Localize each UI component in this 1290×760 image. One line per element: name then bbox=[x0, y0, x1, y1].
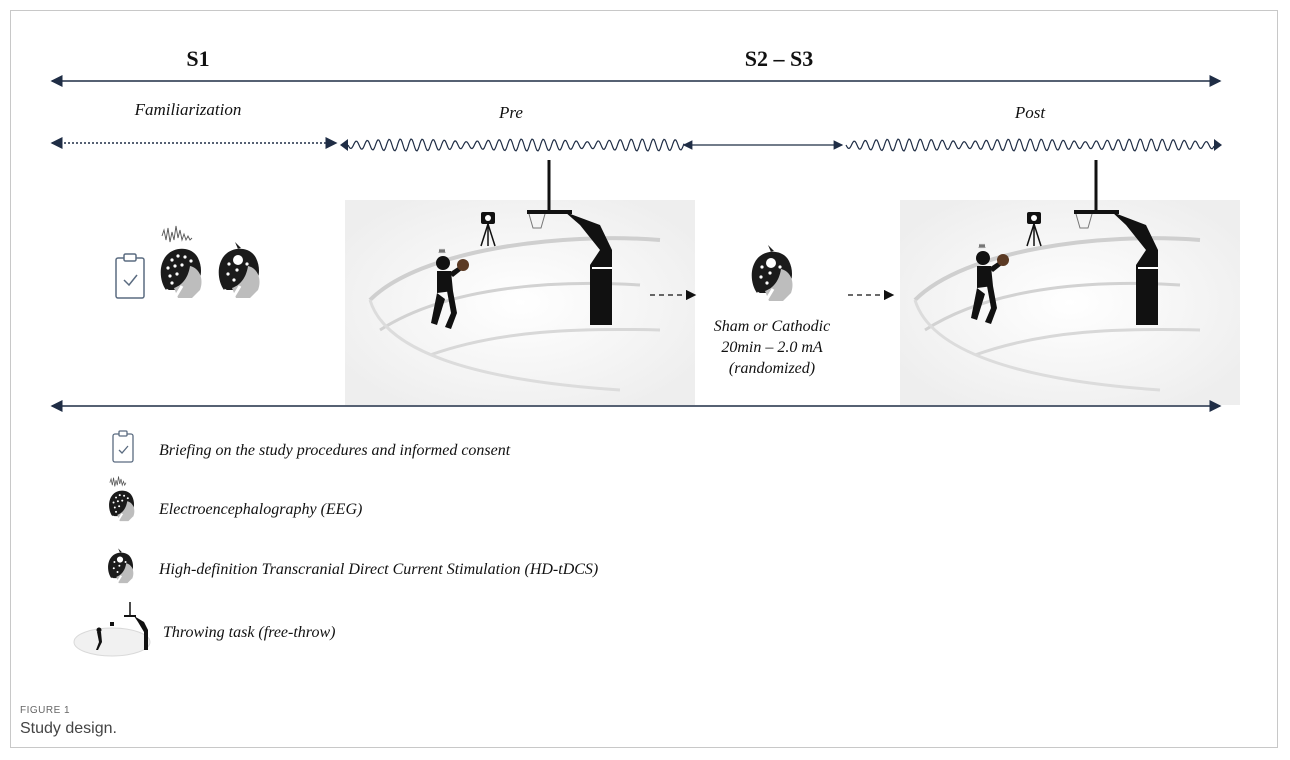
stim-line1: Sham or Cathodic bbox=[714, 318, 830, 335]
familiarization-label: Familiarization bbox=[134, 100, 242, 119]
legend-text-consent: Briefing on the study procedures and inf… bbox=[159, 442, 511, 459]
post-player-figure bbox=[971, 243, 1009, 324]
post-eeg-wave bbox=[845, 138, 1215, 152]
pre-label: Pre bbox=[498, 103, 523, 122]
stim-hdtdcs-head-icon bbox=[750, 243, 795, 303]
figure-label: FIGURE 1 bbox=[20, 705, 71, 716]
legend-clipboard-icon bbox=[112, 430, 134, 463]
clipboard-icon bbox=[115, 253, 145, 299]
session1-label: S1 bbox=[186, 46, 209, 71]
pre-court-scene bbox=[345, 160, 695, 405]
stim-line3: (randomized) bbox=[729, 360, 815, 377]
post-court-scene bbox=[900, 160, 1240, 405]
pre-eeg-wave bbox=[347, 138, 685, 152]
legend-text-hdtdcs: High-definition Transcranial Direct Curr… bbox=[158, 561, 598, 578]
eeg-head-icon bbox=[159, 225, 204, 300]
figure-caption: Study design. bbox=[20, 720, 117, 737]
session23-label: S2 – S3 bbox=[745, 46, 813, 71]
pre-camera-icon bbox=[480, 212, 496, 247]
legend-hdtdcs-head-icon bbox=[107, 547, 135, 585]
hdtdcs-head-icon bbox=[217, 240, 262, 300]
legend-eeg-head-icon bbox=[108, 476, 136, 523]
post-label: Post bbox=[1014, 103, 1047, 122]
post-camera-icon bbox=[1026, 212, 1042, 247]
stim-line2: 20min – 2.0 mA bbox=[721, 339, 823, 356]
pre-player-figure bbox=[431, 248, 469, 329]
legend-text-freethrow: Throwing task (free-throw) bbox=[163, 624, 335, 641]
legend-text-eeg: Electroencephalography (EEG) bbox=[158, 501, 362, 518]
legend-free-throw-icon bbox=[73, 602, 151, 657]
